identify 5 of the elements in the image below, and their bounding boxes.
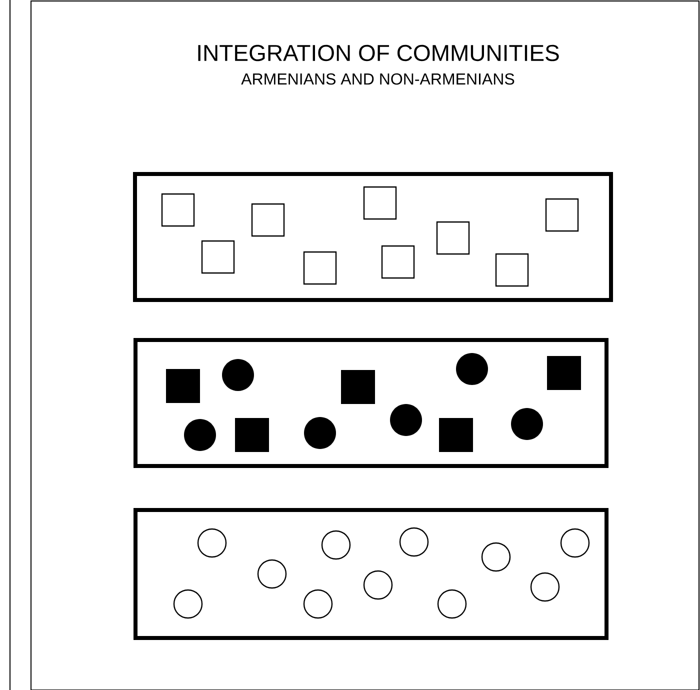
community-band [133,172,614,302]
title: INTEGRATION OF COMMUNITIES [198,44,559,62]
community-band [134,338,608,468]
subtitle: ARMENIANS AND NON-ARMENIANS [241,73,514,85]
community-band [134,508,608,640]
